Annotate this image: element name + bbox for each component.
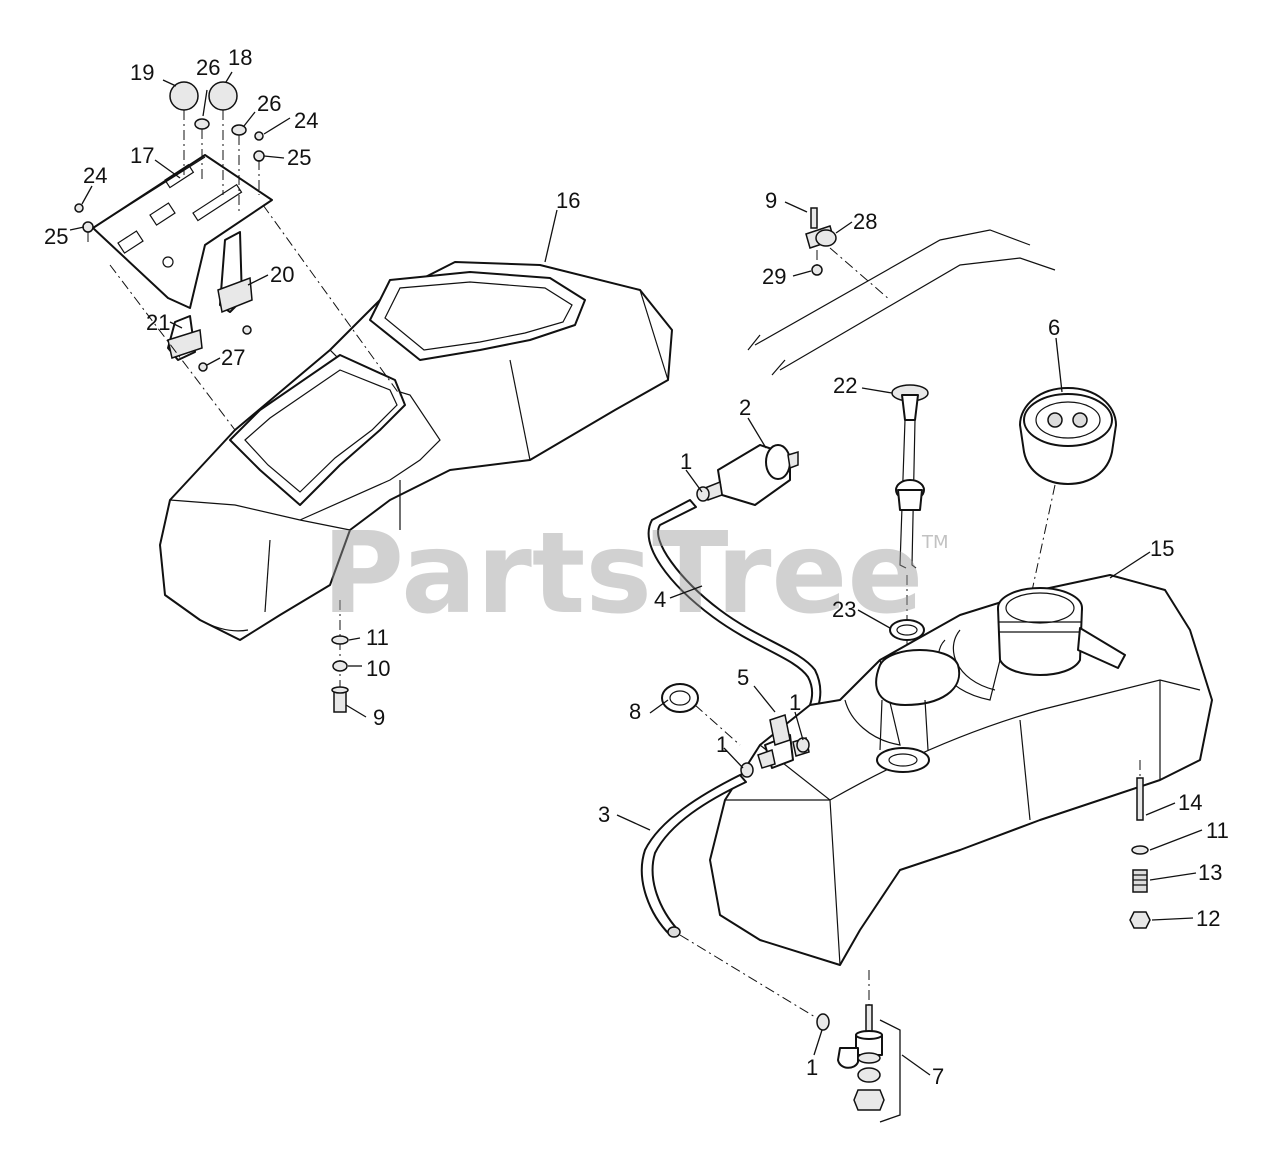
drain-fitting-assembly <box>816 970 901 1123</box>
console-shroud <box>159 261 673 641</box>
callout-9: 9 <box>373 705 385 730</box>
callout-25: 25 <box>44 224 68 249</box>
callout-1: 1 <box>806 1055 818 1080</box>
callout-23: 23 <box>832 597 856 622</box>
callout-8: 8 <box>629 699 641 724</box>
callout-16: 16 <box>556 188 580 213</box>
callout-24: 24 <box>83 163 107 188</box>
callout-12: 12 <box>1196 906 1220 931</box>
callout-24: 24 <box>294 108 318 133</box>
callout-26: 26 <box>257 91 281 116</box>
callout-6: 6 <box>1048 315 1060 340</box>
callout-11: 11 <box>1206 818 1229 843</box>
callout-28: 28 <box>853 209 877 234</box>
callout-19: 19 <box>130 60 154 85</box>
control-plate-assembly <box>74 81 401 690</box>
callout-1: 1 <box>680 449 692 474</box>
callout-26: 26 <box>196 55 220 80</box>
callout-13: 13 <box>1198 860 1222 885</box>
callout-2: 2 <box>739 395 751 420</box>
callout-27: 27 <box>221 345 245 370</box>
callout-25: 25 <box>287 145 311 170</box>
shroud-mount-hardware <box>331 635 349 713</box>
callout-9: 9 <box>765 188 777 213</box>
callout-1: 1 <box>716 732 728 757</box>
callout-20: 20 <box>270 262 294 287</box>
fuel-valve-and-hoses <box>640 683 821 1021</box>
callout-10: 10 <box>366 656 390 681</box>
throttle-cables <box>747 207 1056 376</box>
fuel-tank <box>709 574 1213 966</box>
callout-29: 29 <box>762 264 786 289</box>
fuel-cap <box>1019 387 1117 601</box>
callout-21: 21 <box>146 310 170 335</box>
callout-1: 1 <box>789 690 801 715</box>
callout-labels: 19 26 18 26 24 25 17 24 25 20 21 27 16 1… <box>44 45 1229 1089</box>
callout-4: 4 <box>654 587 666 612</box>
fuel-gauge-assembly <box>889 384 929 760</box>
leader-lines <box>69 71 1203 1076</box>
watermark-brand: PartsTree <box>322 509 923 639</box>
callout-17: 17 <box>130 143 154 168</box>
watermark-trademark: TM <box>921 532 949 553</box>
callout-3: 3 <box>598 802 610 827</box>
callout-7: 7 <box>932 1064 944 1089</box>
callout-14: 14 <box>1178 790 1202 815</box>
callout-11: 11 <box>366 625 389 650</box>
callout-15: 15 <box>1150 536 1174 561</box>
callout-18: 18 <box>228 45 252 70</box>
fuel-filter-assembly <box>647 444 822 736</box>
callout-22: 22 <box>833 373 857 398</box>
callout-5: 5 <box>737 665 749 690</box>
tank-mount-hardware <box>1129 760 1151 929</box>
